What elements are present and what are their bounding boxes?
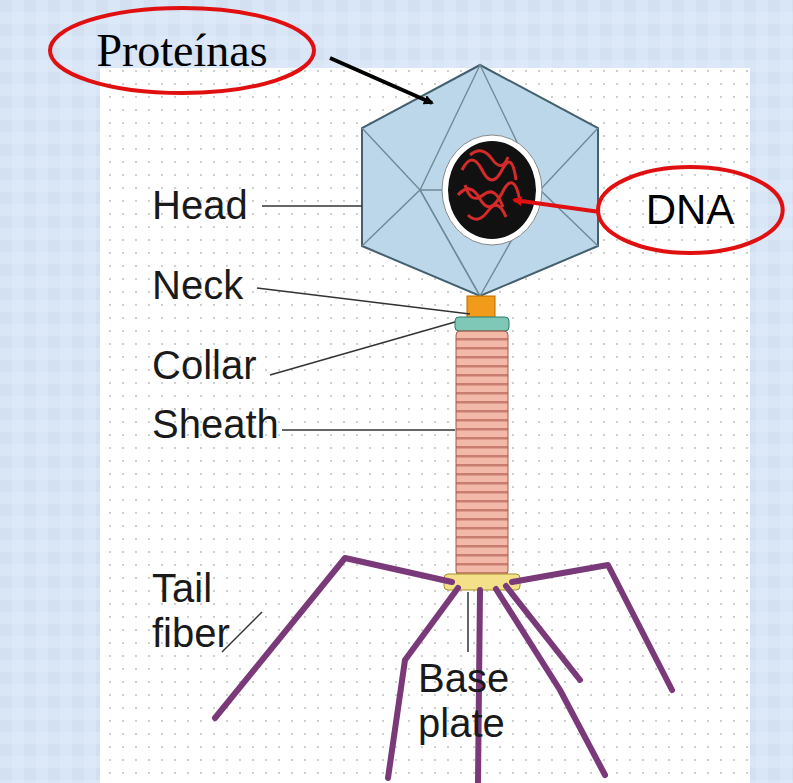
part-label: Tail fiber [152,566,230,656]
part-label: Head [152,183,248,228]
part-label: Sheath [152,402,279,447]
part-label: Collar [152,343,256,388]
part-label: Neck [152,263,243,308]
part-label: Base plate [418,656,509,746]
callout-oval: DNA [596,165,785,255]
callout-oval: Proteínas [48,6,316,95]
callout-text: Proteínas [96,24,267,77]
callout-text: DNA [646,186,735,234]
